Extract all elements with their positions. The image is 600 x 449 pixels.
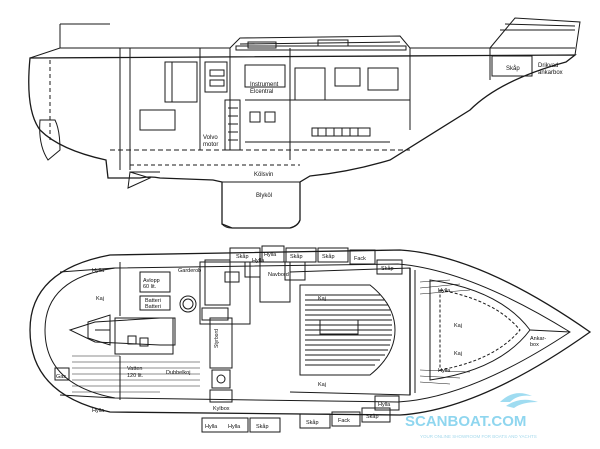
label-skap-bot-1: Skåp (256, 423, 269, 430)
label-batteri-1: Batteri (145, 298, 161, 304)
watermark-tagline: YOUR ONLINE SHOWROOM FOR BOATS AND YACHT… (420, 434, 537, 439)
label-hylla-fwd-bot: Hylla (438, 368, 451, 374)
label-skap-top-2: Skåp (290, 253, 303, 260)
label-instrument: Instrument (250, 82, 279, 88)
label-dubbelkoj: Dubbelkoj (166, 370, 190, 376)
watermark-brand: SCANBOAT.COM (405, 413, 526, 430)
label-batteri-2: Batteri (145, 304, 161, 310)
label-ankarbox-2: box (530, 342, 539, 348)
plan-labels: Hylla Kaj Avlopp 60 lit. Batteri Batteri… (56, 252, 546, 430)
label-skap-top-4: Skåp (381, 265, 394, 272)
label-vatten-vol: 120 lit. (127, 373, 144, 379)
label-styrbord: Styrbord (214, 329, 220, 348)
label-skap-bot-2: Skåp (306, 419, 319, 426)
label-garderob: Garderob (178, 268, 201, 274)
label-navbord: Navbord (268, 272, 289, 278)
label-hylla-top-1: Hylla (264, 252, 277, 258)
label-gas: Gas (56, 374, 66, 380)
label-kylbox: Kylbox (213, 406, 230, 412)
label-drinkvatten: Drikvad (538, 63, 558, 69)
label-avlopp: Avlopp (143, 278, 160, 284)
label-kaj-fwd-1: Kaj (454, 323, 462, 329)
label-kaj-salon-bot: Kaj (318, 382, 326, 388)
scanboat-watermark: SCANBOAT.COM YOUR ONLINE SHOWROOM FOR BO… (405, 393, 538, 439)
label-kaj-aft-port: Kaj (96, 296, 104, 302)
label-hylla-bot-4: Hylla (378, 402, 391, 408)
plan-view (29, 245, 592, 433)
label-hylla-top-2: Hylla (252, 258, 265, 264)
label-kolsvin: Kölsvin (254, 172, 273, 178)
label-motor: motor (203, 142, 218, 148)
label-hylla-aft-port: Hylla (92, 268, 105, 274)
label-kaj-fwd-2: Kaj (454, 351, 462, 357)
label-fack-top: Fack (354, 256, 366, 262)
label-volvo: Volvo (203, 135, 218, 141)
label-hylla-fwd-top: Hylla (438, 288, 451, 294)
label-fack-bot: Fack (338, 418, 350, 424)
side-profile (28, 17, 581, 229)
label-skap-bot-3: Skåp (366, 413, 379, 420)
label-hylla-bot-2: Hylla (205, 424, 218, 430)
label-ankarbox-profile: ankarbox (538, 70, 563, 76)
label-elcentral: Elcentral (250, 89, 273, 95)
label-blykol: Blyköl (256, 193, 272, 199)
label-avlopp-vol: 60 lit. (143, 284, 157, 290)
label-skap-top-1: Skåp (236, 253, 249, 260)
label-ankarbox-1: Ankar- (530, 336, 546, 342)
label-hylla-bot-1: Hylla (92, 408, 105, 414)
label-skap-profile: Skåp (506, 65, 520, 72)
label-hylla-bot-3: Hylla (228, 424, 241, 430)
profile-labels: Instrument Elcentral Volvo motor Skåp Dr… (203, 63, 563, 199)
label-vatten: Vatten (127, 366, 143, 372)
label-kaj-salon-top: Kaj (318, 296, 326, 302)
wave-logo-icon (500, 393, 538, 408)
label-skap-top-3: Skåp (322, 253, 335, 260)
